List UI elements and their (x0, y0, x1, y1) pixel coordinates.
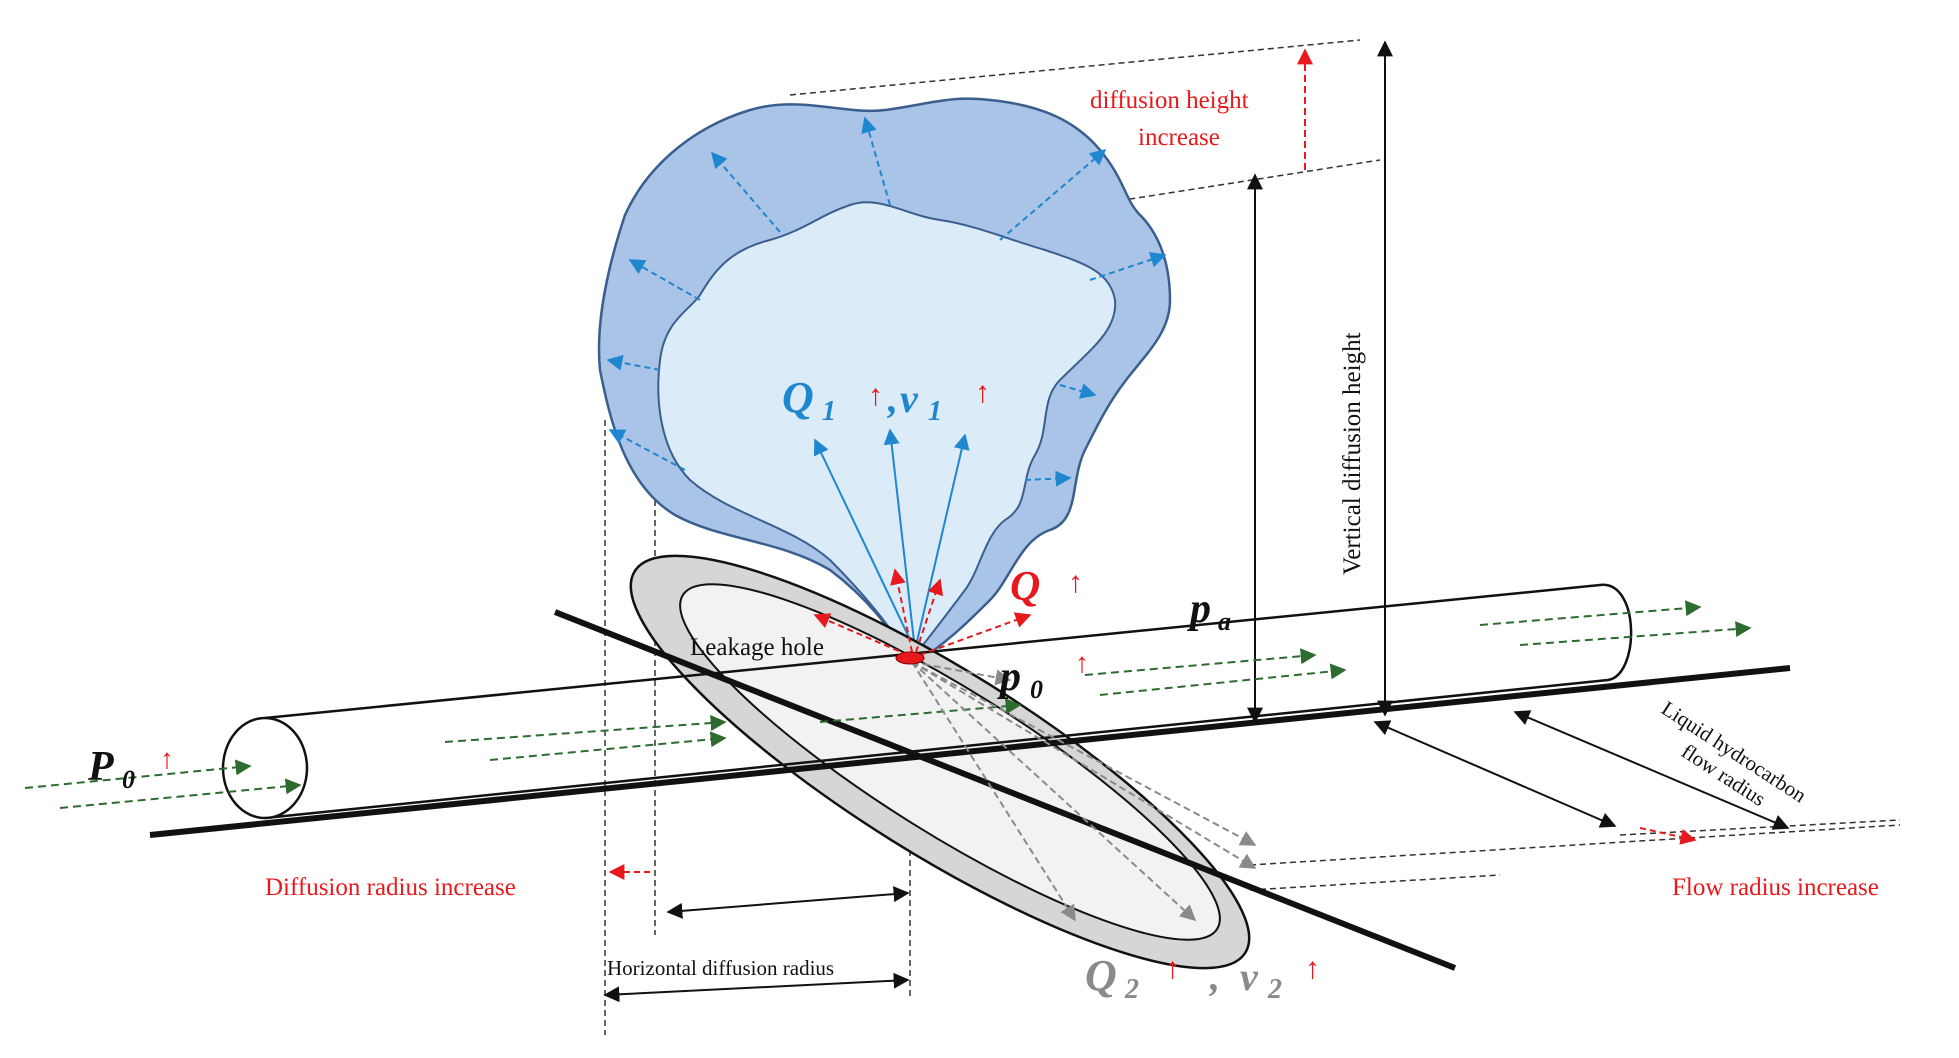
symbol-Q2-sub: 2 (1124, 974, 1139, 1005)
symbol-p0-sub: 0 (1030, 675, 1043, 704)
symbol-P0-up-arrow: ↑ (160, 744, 174, 775)
symbol-v1-up-arrow: ↑ (975, 376, 990, 409)
symbol-Q2: Q (1085, 951, 1117, 1000)
label-diffusion-radius-increase: Diffusion radius increase (265, 874, 516, 901)
symbol-v1-sub: 1 (928, 396, 942, 427)
label-horizontal-diffusion-radius: Horizontal diffusion radius (607, 956, 834, 980)
symbol-p0-main: p (997, 654, 1021, 700)
symbol-p0-mid: p 0 ↑ (997, 648, 1089, 704)
cloud-expansion-arrows (606, 116, 1167, 487)
symbol-p0-up-arrow: ↑ (1075, 648, 1089, 679)
pipe-flow-arrows (24, 600, 1752, 809)
label-vertical-diffusion-height: Vertical diffusion height (1339, 332, 1366, 575)
symbol-q2-v2: Q 2 ↑ , v 2 ↑ (1085, 951, 1320, 1005)
symbol-pa: p a (1187, 586, 1231, 636)
label-flow-radius-increase: Flow radius increase (1672, 874, 1879, 901)
symbol-P0-main: P (87, 744, 114, 790)
symbol-comma-1: , (887, 376, 898, 421)
ground-spread-arrows (911, 661, 1257, 922)
leakage-hole-marker (895, 651, 925, 665)
symbol-P0-left: P 0 ↑ (87, 744, 174, 794)
symbol-Q: Q ↑ (1010, 564, 1083, 610)
symbol-P0-sub: 0 (122, 765, 135, 794)
symbol-Q1: Q (782, 373, 814, 422)
symbol-q1-v1: Q 1 ↑ , v 1 ↑ (782, 373, 990, 427)
symbol-v2-sub: 2 (1267, 974, 1282, 1005)
symbol-v1: v (900, 376, 919, 421)
label-diffusion-height-increase-1: diffusion height (1090, 87, 1249, 114)
symbol-pa-main: p (1187, 586, 1211, 632)
vertical-height-arrows (1247, 40, 1393, 724)
symbol-Q1-sub: 1 (822, 396, 836, 427)
ground-axes (149, 609, 1791, 971)
cloud-rising-arrows (813, 428, 970, 651)
label-leakage-hole: Leakage hole (690, 634, 824, 661)
symbol-Q-up-arrow: ↑ (1068, 566, 1083, 599)
label-diffusion-height-increase-2: increase (1138, 124, 1220, 151)
symbol-comma-2: , (1209, 954, 1220, 999)
symbol-Q2-up-arrow: ↑ (1165, 952, 1180, 985)
symbol-v2: v (1240, 954, 1259, 999)
symbol-v2-up-arrow: ↑ (1305, 952, 1320, 985)
gas-cloud (597, 97, 1172, 662)
symbol-Q1-up-arrow: ↑ (868, 379, 883, 412)
dimension-arrows (603, 710, 1790, 1003)
symbol-Q-main: Q (1010, 564, 1040, 610)
symbol-pa-sub: a (1218, 607, 1231, 636)
leak-red-arrows (608, 568, 1697, 880)
